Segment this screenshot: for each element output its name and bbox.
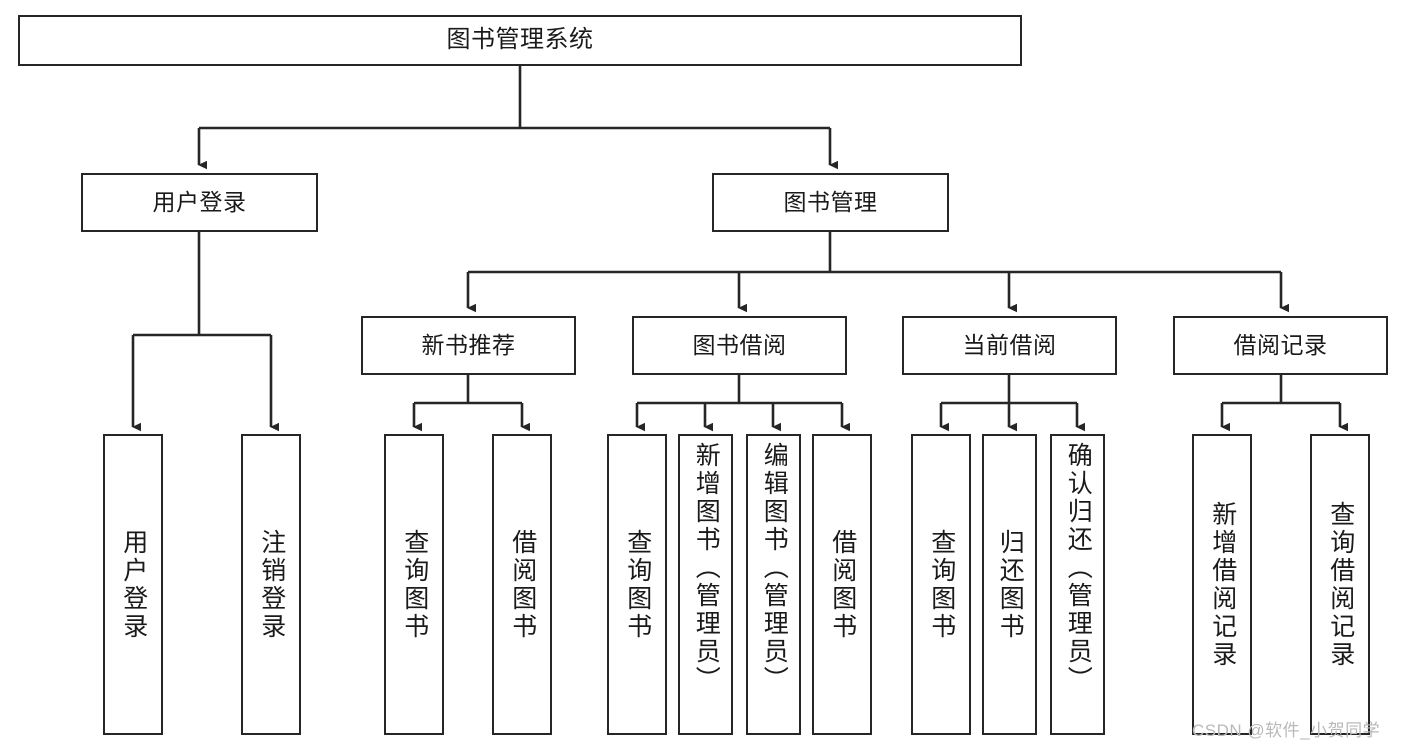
node-leaf-user-login[interactable]: 用户登录: [103, 434, 163, 735]
node-leaf-query-record[interactable]: 查询借阅记录: [1310, 434, 1370, 735]
node-current-borrow-label: 当前借阅: [962, 331, 1057, 358]
node-borrow-record-label: 借阅记录: [1233, 331, 1328, 358]
node-user-login-label: 用户登录: [152, 188, 247, 215]
node-book-borrow[interactable]: 图书借阅: [632, 316, 847, 375]
node-leaf-edit-book[interactable]: 编辑图书（管理员）: [746, 434, 801, 735]
node-book-manage-label: 图书管理: [783, 188, 878, 215]
node-root-label: 图书管理系统: [446, 26, 594, 54]
node-leaf-add-record[interactable]: 新增借阅记录: [1192, 434, 1252, 735]
node-leaf-add-book[interactable]: 新增图书（管理员）: [678, 434, 733, 735]
node-leaf-query-book-3-label: 查询图书: [927, 528, 956, 641]
node-leaf-borrow-book-1-label: 借阅图书: [508, 528, 537, 641]
node-leaf-user-login-label: 用户登录: [119, 528, 148, 641]
node-current-borrow[interactable]: 当前借阅: [902, 316, 1117, 375]
node-leaf-return-book-label: 归还图书: [996, 528, 1025, 641]
node-leaf-borrow-book-2-label: 借阅图书: [828, 528, 857, 641]
node-leaf-add-book-label: 新增图书（管理员）: [692, 442, 721, 694]
node-leaf-query-book-3[interactable]: 查询图书: [911, 434, 971, 735]
node-leaf-query-book-1[interactable]: 查询图书: [384, 434, 444, 735]
node-leaf-confirm-return-label: 确认归还（管理员）: [1064, 442, 1093, 694]
node-root[interactable]: 图书管理系统: [18, 15, 1022, 66]
node-leaf-logout[interactable]: 注销登录: [241, 434, 301, 735]
node-leaf-add-record-label: 新增借阅记录: [1208, 500, 1237, 669]
node-leaf-query-book-2[interactable]: 查询图书: [607, 434, 667, 735]
node-leaf-query-record-label: 查询借阅记录: [1326, 500, 1355, 669]
node-leaf-logout-label: 注销登录: [257, 528, 286, 641]
node-leaf-query-book-2-label: 查询图书: [623, 528, 652, 641]
node-new-book-rec-label: 新书推荐: [421, 331, 516, 358]
node-leaf-edit-book-label: 编辑图书（管理员）: [760, 442, 789, 694]
node-book-manage[interactable]: 图书管理: [712, 173, 949, 232]
node-leaf-borrow-book-2[interactable]: 借阅图书: [812, 434, 872, 735]
node-leaf-borrow-book-1[interactable]: 借阅图书: [492, 434, 552, 735]
node-leaf-query-book-1-label: 查询图书: [400, 528, 429, 641]
csdn-watermark: CSDN @软件_小贺同学: [1192, 721, 1381, 740]
node-leaf-return-book[interactable]: 归还图书: [982, 434, 1037, 735]
node-user-login[interactable]: 用户登录: [81, 173, 318, 232]
node-new-book-rec[interactable]: 新书推荐: [361, 316, 576, 375]
node-borrow-record[interactable]: 借阅记录: [1173, 316, 1388, 375]
node-book-borrow-label: 图书借阅: [692, 331, 787, 358]
node-leaf-confirm-return[interactable]: 确认归还（管理员）: [1050, 434, 1105, 735]
